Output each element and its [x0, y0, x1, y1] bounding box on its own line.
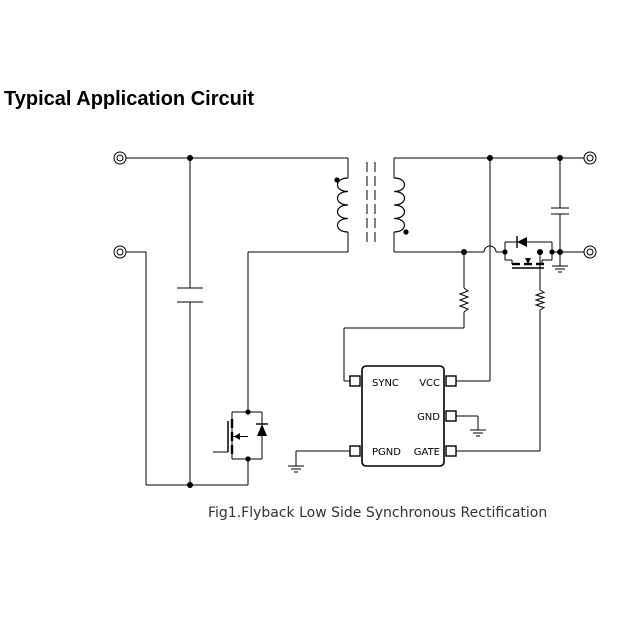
output-ground [552, 265, 568, 273]
ic-gnd-ground [470, 429, 486, 437]
input-capacitor [177, 287, 203, 303]
page-title: Typical Application Circuit [4, 88, 255, 110]
sync-resistor [458, 287, 470, 313]
controller-ic: SYNC VCC GND PGND GATE [349, 365, 457, 467]
pin-label-gnd: GND [417, 412, 440, 423]
pgnd-ground [288, 465, 304, 473]
gate-resistor [534, 289, 546, 311]
input-terminal-top [113, 151, 127, 165]
pin-label-pgnd: PGND [372, 447, 401, 458]
transformer-primary-winding [334, 177, 349, 233]
figure-caption: Fig1.Flyback Low Side Synchronous Rectif… [208, 505, 548, 521]
pin-gate [445, 445, 457, 457]
output-capacitor [551, 207, 569, 215]
pin-pgnd [349, 445, 361, 457]
pin-sync [349, 375, 361, 387]
pin-vcc [445, 375, 457, 387]
output-terminal-top [583, 151, 597, 165]
output-terminal-bottom [583, 245, 597, 259]
primary-mosfet [213, 409, 268, 462]
pin-label-sync: SYNC [372, 378, 399, 389]
transformer-secondary-winding [393, 177, 409, 235]
sync-rectifier-mosfet [502, 236, 555, 290]
secondary-wires [295, 157, 584, 466]
pin-gnd [445, 410, 457, 422]
transformer-core [366, 162, 376, 242]
pin-label-vcc: VCC [419, 378, 440, 389]
primary-wires [126, 157, 349, 486]
pin-label-gate: GATE [414, 447, 440, 458]
input-terminal-bottom [113, 245, 127, 259]
